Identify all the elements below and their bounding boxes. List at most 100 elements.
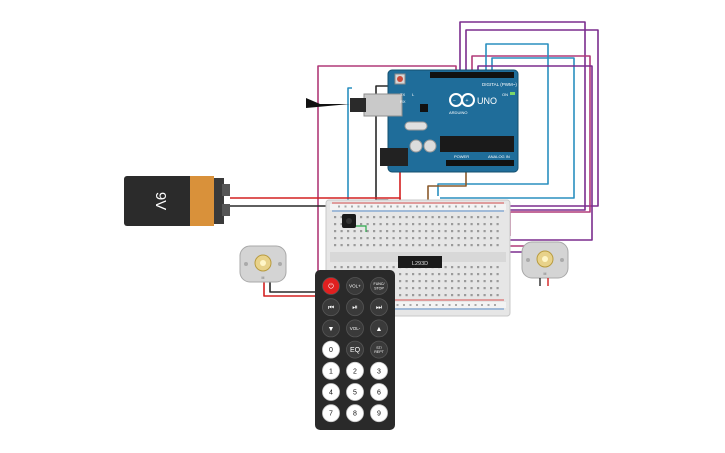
breadboard-rail-hole [442,205,444,208]
wire-purple-3[interactable] [416,65,593,241]
digit-4-button[interactable]: 4 [322,383,340,401]
power-button-label: ⏻ [328,282,334,290]
digit-6-button-label: 6 [377,389,381,396]
digit-6-button[interactable]: 6 [370,383,388,401]
breadboard-hole [477,244,480,247]
breadboard-hole [483,280,486,283]
breadboard-hole [399,294,402,297]
breadboard-rail-hole [396,304,399,306]
breadboard-hole [490,216,493,219]
rewind-button[interactable]: ⏮ [322,298,340,317]
st-rept-button-label: REPT [374,350,384,354]
wire-purple-2[interactable] [465,29,599,207]
breadboard-hole [360,237,363,240]
breadboard-hole [386,244,389,247]
digit-3-button[interactable]: 3 [370,361,388,380]
breadboard-hole [457,294,460,297]
power-button[interactable]: ⏻ [322,277,340,295]
digit-3-button-shape [370,361,388,380]
breadboard-hole [457,223,460,226]
battery-9v[interactable]: 9V [124,176,230,226]
breadboard-hole [353,244,356,247]
digit-0-button[interactable]: 0 [322,340,340,359]
breadboard-rail-hole [377,205,379,208]
breadboard-hole [457,280,460,283]
breadboard-hole [360,216,363,219]
digit-5-button[interactable]: 5 [346,383,364,401]
breadboard-hole [425,230,428,233]
breadboard-hole [490,287,493,290]
wire-blue-2[interactable] [440,57,575,199]
digit-7-button[interactable]: 7 [322,404,340,423]
ir-receiver[interactable] [342,214,367,232]
up-button[interactable]: ▲ [370,319,388,338]
down-button-shape [322,319,340,338]
breadboard-hole [477,237,480,240]
breadboard-hole [412,287,415,290]
play-pause-button[interactable]: ⏯ [346,298,364,317]
wire-blue-3[interactable] [347,87,352,218]
breadboard-hole [379,230,382,233]
breadboard-hole [464,266,467,269]
breadboard-rail-hole [383,205,386,208]
breadboard-hole [470,280,473,283]
breadboard-rail-hole [481,304,483,306]
breadboard-hole [340,244,343,247]
func-stop-button[interactable]: FUNC/STOP [370,277,388,295]
breadboard-hole [496,273,499,276]
st-rept-button[interactable]: ST/REPT [370,340,388,359]
breadboard-rail-hole [344,205,347,208]
digit-9-button[interactable]: 9 [370,404,388,423]
breadboard-hole [392,266,395,269]
breadboard-hole [405,280,408,283]
breadboard-hole [412,223,415,226]
breadboard-hole [418,230,421,233]
breadboard-rail-hole [494,205,496,208]
breadboard-hole [470,273,473,276]
digit-8-button[interactable]: 8 [346,404,364,423]
breadboard-hole [392,223,395,226]
breadboard-hole [379,237,382,240]
breadboard-hole [366,223,369,226]
motor-right[interactable]: M [521,241,569,286]
breadboard-hole [470,230,473,233]
breadboard-hole [418,280,421,283]
breadboard-rail-hole [442,304,444,306]
breadboard-hole [483,223,486,226]
digit-8-button-label: 8 [353,411,357,418]
breadboard-hole [399,280,402,283]
fast-forward-button[interactable]: ⏭ [370,298,388,317]
driver-chip[interactable]: L293D [398,256,442,268]
vol-minus-button[interactable]: VOL- [346,319,364,338]
digit-4-button-label: 4 [329,389,333,396]
breadboard-rail-hole [455,205,457,208]
breadboard-rail-hole [370,205,373,208]
breadboard-hole [386,216,389,219]
power-label: POWER [454,154,469,159]
breadboard-rail-hole [481,205,483,208]
breadboard-hole [444,273,447,276]
power-analog-header [446,160,514,166]
arduino-logo: − + [449,93,475,107]
vol-plus-button[interactable]: VOL+ [346,277,364,295]
breadboard-rail-hole [461,205,464,208]
breadboard-hole [438,287,441,290]
breadboard-hole [464,230,467,233]
breadboard-hole [379,244,382,247]
breadboard-rail-hole [409,205,412,208]
digit-1-button[interactable]: 1 [322,361,340,380]
arduino-uno[interactable]: DIGITAL (PWM~) − + UNO ARDUINO TX RX ON … [306,69,519,173]
breadboard-hole [405,294,408,297]
crystal [404,121,428,131]
down-button[interactable]: ▼ [322,319,340,338]
wire-green[interactable] [356,225,367,232]
breadboard-hole [470,287,473,290]
motor-left[interactable]: M [239,245,287,283]
breadboard-hole [412,216,415,219]
breadboard-hole [379,216,382,219]
breadboard-hole [425,280,428,283]
breadboard-hole [496,216,499,219]
eq-button[interactable]: EQ [346,340,364,359]
digit-2-button[interactable]: 2 [346,361,364,380]
